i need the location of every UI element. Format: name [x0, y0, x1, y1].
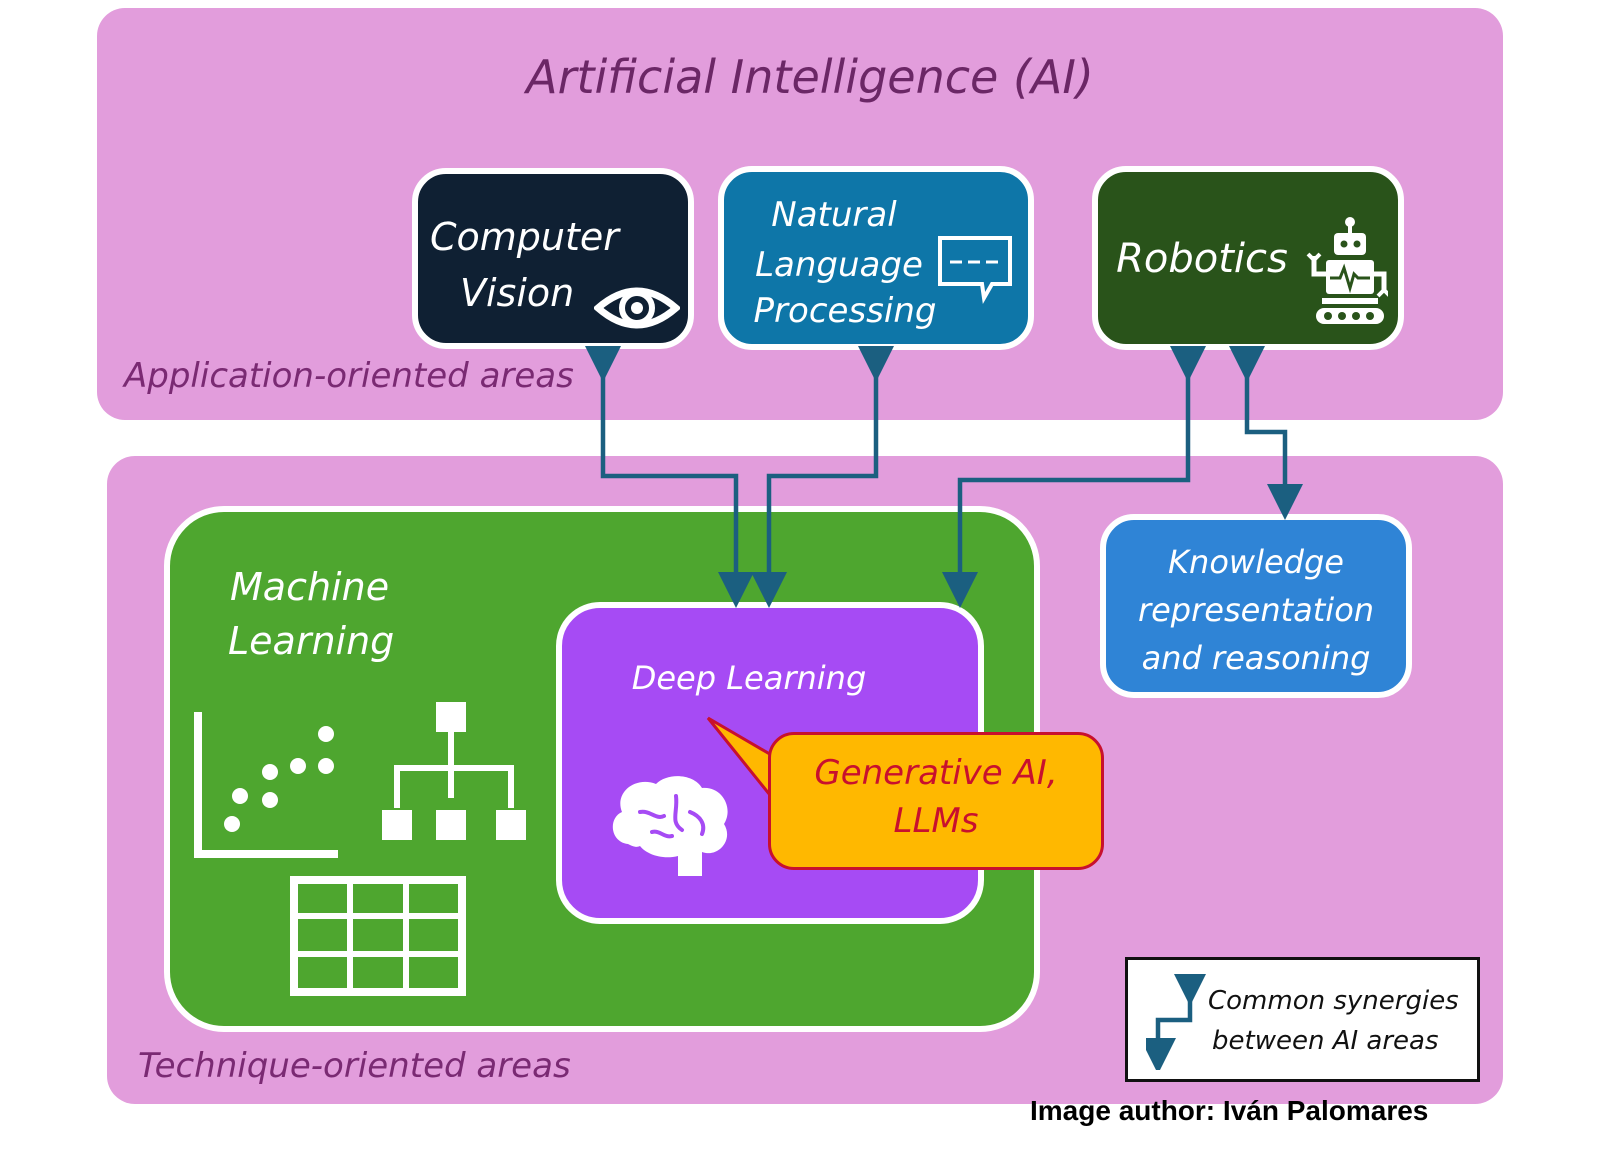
computer-vision-line2: Vision — [460, 271, 575, 315]
machine-learning-line2: Learning — [228, 619, 395, 663]
robot-icon — [1306, 217, 1388, 324]
legend: Common synergies between AI areas — [1125, 957, 1480, 1082]
technique-oriented-label: Technique-oriented areas — [138, 1046, 571, 1086]
diagram-title: Artificial Intelligence (AI) — [526, 50, 1094, 104]
nlp-node: Natural Language Processing — [718, 166, 1034, 350]
computer-vision-line1: Computer — [430, 215, 619, 259]
scatter-plot-icon — [194, 712, 338, 858]
robotics-node: Robotics — [1092, 166, 1404, 350]
generative-ai-line2: LLMs — [893, 801, 979, 841]
deep-learning-label: Deep Learning — [631, 659, 867, 697]
knowledge-node: Knowledge representation and reasoning — [1100, 514, 1412, 698]
legend-line1: Common synergies — [1208, 986, 1459, 1016]
chat-bubble-icon — [938, 236, 1012, 305]
nlp-line2: Language — [755, 245, 923, 285]
machine-learning-line1: Machine — [230, 565, 390, 609]
legend-line2: between AI areas — [1212, 1026, 1439, 1056]
robotics-label: Robotics — [1116, 236, 1288, 282]
knowledge-line1: Knowledge — [1168, 543, 1344, 581]
knowledge-line3: and reasoning — [1141, 639, 1371, 677]
nlp-line3: Processing — [753, 291, 937, 331]
computer-vision-node: Computer Vision — [412, 168, 694, 349]
eye-icon — [594, 287, 680, 329]
synergy-arrow-icon — [1146, 974, 1206, 1070]
knowledge-line2: representation — [1137, 591, 1375, 629]
decision-tree-icon — [382, 702, 526, 840]
generative-ai-node: Generative AI, LLMs — [768, 732, 1104, 870]
nlp-line1: Natural — [771, 195, 897, 235]
data-table-icon — [290, 876, 466, 996]
image-credit: Image author: Iván Palomares — [1030, 1095, 1429, 1126]
application-oriented-label: Application-oriented areas — [124, 356, 574, 396]
generative-ai-line1: Generative AI, — [814, 753, 1058, 793]
brain-icon — [612, 776, 728, 876]
